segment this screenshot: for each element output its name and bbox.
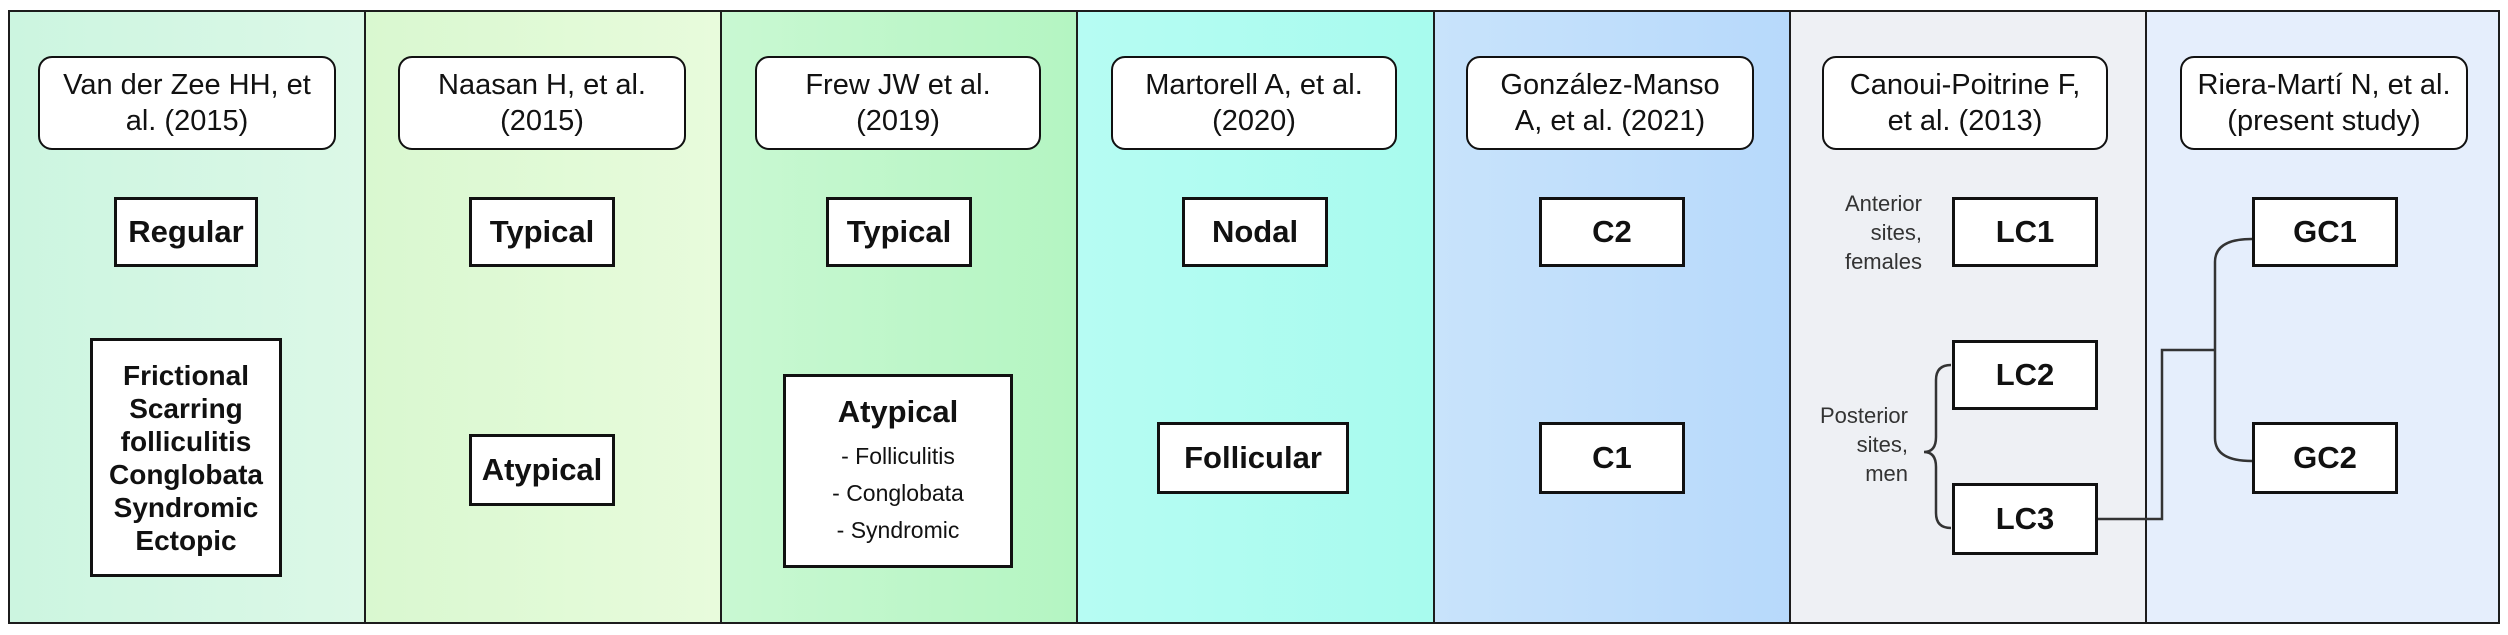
atypical-subtype: - Syndromic [836, 516, 960, 543]
note-posterior-sites: Posterior sites, men [1819, 403, 1908, 486]
category-c1: C1 [1539, 422, 1685, 494]
atypical-heading: Atypical [837, 393, 959, 429]
study-title-martorell: Martorell A, et al. (2020) [1111, 56, 1397, 150]
study-title-naasan: Naasan H, et al. (2015) [398, 56, 686, 150]
gc-brace [2213, 237, 2253, 463]
category-nodal: Nodal [1182, 197, 1328, 267]
category-frictional-list: Frictional Scarring folliculitis Conglob… [90, 338, 282, 577]
atypical-subtype: - Folliculitis [841, 442, 955, 469]
category-gc2: GC2 [2252, 422, 2398, 494]
category-lc2: LC2 [1952, 340, 2098, 410]
study-title-frew: Frew JW et al. (2019) [755, 56, 1041, 150]
category-lc1: LC1 [1952, 197, 2098, 267]
category-typical: Typical [469, 197, 615, 267]
lc3-to-gc-connector [2097, 348, 2215, 521]
category-gc1: GC1 [2252, 197, 2398, 267]
category-lc3: LC3 [1952, 483, 2098, 555]
category-c2: C2 [1539, 197, 1685, 267]
note-anterior-sites: Anterior sites, females [1844, 191, 1922, 274]
study-title-van-der-zee: Van der Zee HH, et al. (2015) [38, 56, 336, 150]
category-regular: Regular [114, 197, 258, 267]
category-follicular: Follicular [1157, 422, 1349, 494]
study-title-canoui-poitrine: Canoui-Poitrine F, et al. (2013) [1822, 56, 2108, 150]
category-atypical-detail: Atypical - Folliculitis - Conglobata - S… [783, 374, 1013, 568]
study-title-gonzalez-manso: González-Manso A, et al. (2021) [1466, 56, 1754, 150]
category-typical: Typical [826, 197, 972, 267]
posterior-brace [1923, 363, 1952, 530]
atypical-subtype: - Conglobata [832, 479, 964, 506]
category-atypical: Atypical [469, 434, 615, 506]
study-title-riera-marti: Riera-Martí N, et al. (present study) [2180, 56, 2468, 150]
